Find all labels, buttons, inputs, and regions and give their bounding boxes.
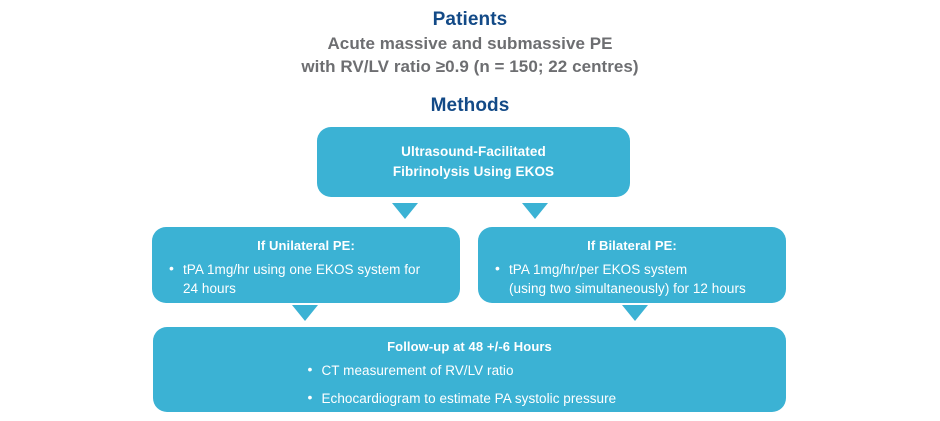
arrow-down-icon-methods-to-bilateral xyxy=(522,203,548,219)
methods-section-header: Methods xyxy=(0,94,940,118)
bilateral-branch-box: If Bilateral PE: tPA 1mg/hr/per EKOS sys… xyxy=(478,227,786,303)
bilateral-bullet-1-line1: tPA 1mg/hr/per EKOS system xyxy=(509,262,688,277)
bilateral-bullet-1-line2: (using two simultaneously) for 12 hours xyxy=(509,281,746,296)
arrow-down-icon-methods-to-unilateral xyxy=(392,203,418,219)
followup-bullet-2: Echocardiogram to estimate PA systolic p… xyxy=(321,391,617,406)
list-item: tPA 1mg/hr/per EKOS system (using two si… xyxy=(492,259,772,298)
intervention-line-2: Fibrinolysis Using EKOS xyxy=(392,164,555,179)
patients-subtitle-line1: Acute massive and submassive PE xyxy=(327,34,613,53)
intervention-box-label: Ultrasound-Facilitated Fibrinolysis Usin… xyxy=(393,142,554,182)
patients-title: Patients xyxy=(432,9,508,30)
arrow-down-icon-unilateral-to-followup xyxy=(292,305,318,321)
list-item: tPA 1mg/hr using one EKOS system for 24 … xyxy=(166,259,446,298)
followup-box: Follow-up at 48 +/-6 Hours CT measuremen… xyxy=(153,327,786,412)
methods-title: Methods xyxy=(430,95,510,116)
followup-heading: Follow-up at 48 +/-6 Hours xyxy=(387,339,552,354)
unilateral-heading: If Unilateral PE: xyxy=(257,238,355,253)
followup-bullet-list: CT measurement of RV/LV ratio Echocardio… xyxy=(305,360,635,408)
patients-subtitle-line2: with RV/LV ratio ≥0.9 (n = 150; 22 centr… xyxy=(301,57,639,76)
list-item: CT measurement of RV/LV ratio xyxy=(305,360,635,380)
unilateral-bullet-1-line2: 24 hours xyxy=(183,281,236,296)
bilateral-bullet-list: tPA 1mg/hr/per EKOS system (using two si… xyxy=(492,259,772,298)
bilateral-heading: If Bilateral PE: xyxy=(587,238,677,253)
unilateral-bullet-1-line1: tPA 1mg/hr using one EKOS system for xyxy=(183,262,421,277)
unilateral-branch-box: If Unilateral PE: tPA 1mg/hr using one E… xyxy=(152,227,460,303)
patients-section-header: Patients Acute massive and submassive PE… xyxy=(0,8,940,78)
arrow-down-icon-bilateral-to-followup xyxy=(622,305,648,321)
followup-bullet-1: CT measurement of RV/LV ratio xyxy=(321,363,514,378)
intervention-box: Ultrasound-Facilitated Fibrinolysis Usin… xyxy=(317,127,630,197)
intervention-line-1: Ultrasound-Facilitated xyxy=(401,144,546,159)
list-item: Echocardiogram to estimate PA systolic p… xyxy=(305,388,635,408)
unilateral-bullet-list: tPA 1mg/hr using one EKOS system for 24 … xyxy=(166,259,446,298)
